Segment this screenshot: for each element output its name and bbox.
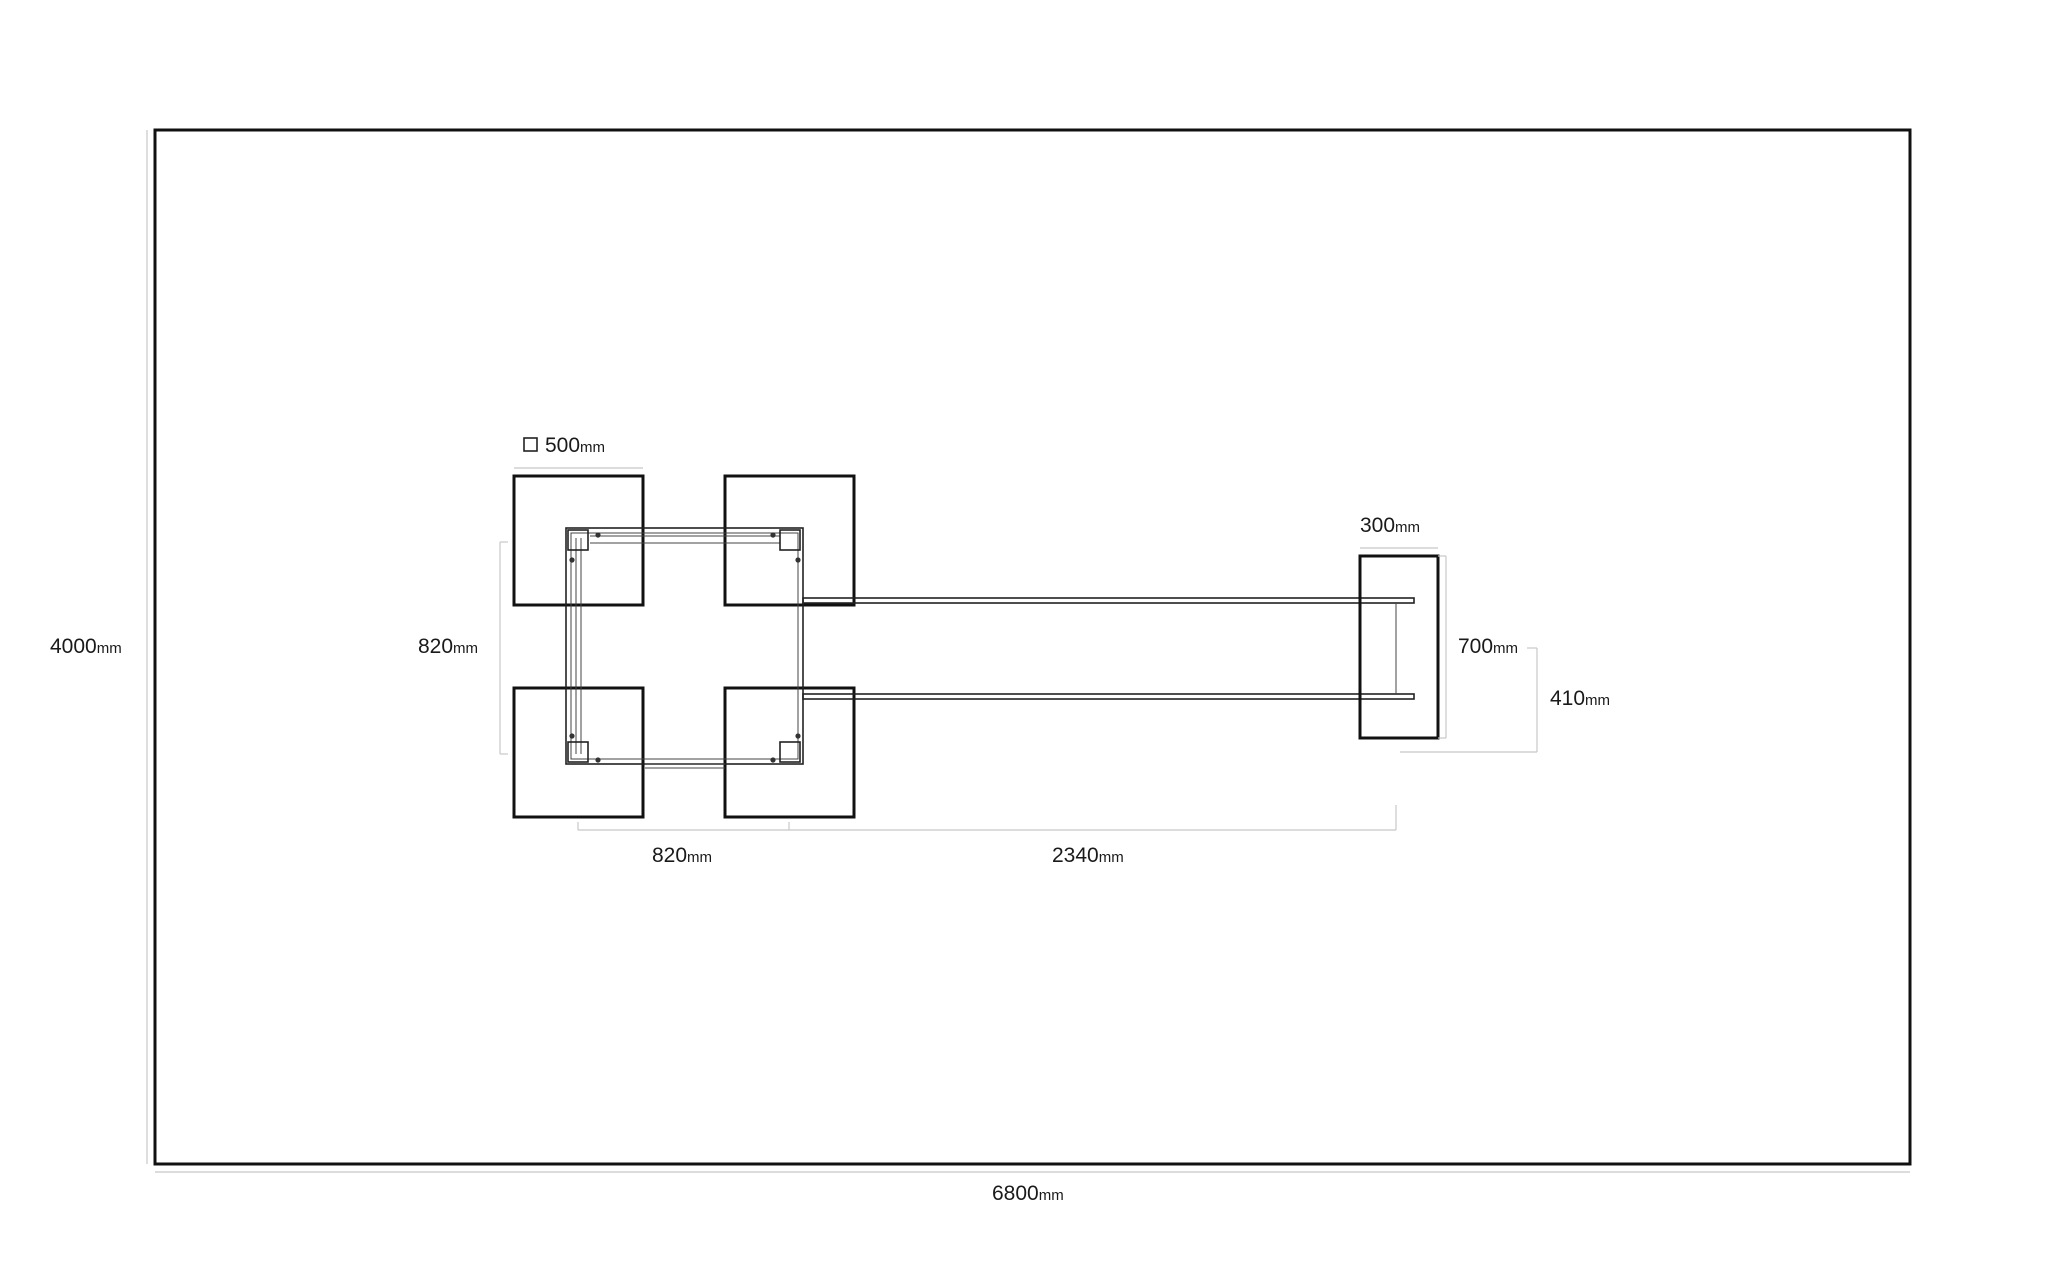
planter-bottom-right — [723, 686, 856, 819]
floor-width-label: 6800mm — [992, 1182, 1064, 1205]
beam-length-label: 2340mm — [1052, 844, 1124, 867]
planter-top-left — [512, 474, 645, 607]
floor-depth-label: 4000mm — [50, 635, 122, 658]
floor-boundary — [153, 128, 1912, 1166]
beam-group — [802, 597, 1415, 700]
central-frame — [565, 527, 804, 769]
end-block-width-label: 300mm — [1360, 514, 1420, 537]
end-block — [1358, 554, 1440, 740]
planter-size-label: 500mm — [545, 434, 605, 457]
square-section-icon — [523, 437, 538, 452]
planter-bottom-left — [512, 686, 645, 819]
end-block-depth-label: 700mm — [1458, 635, 1518, 658]
planter-top-right — [723, 474, 856, 607]
frame-depth-label: 820mm — [418, 635, 478, 658]
beam-spacing-label: 410mm — [1550, 687, 1610, 710]
planter-group — [512, 474, 856, 819]
frame-width-label: 820mm — [652, 844, 712, 867]
beam-upper — [802, 597, 1415, 604]
beam-lower — [802, 693, 1415, 700]
